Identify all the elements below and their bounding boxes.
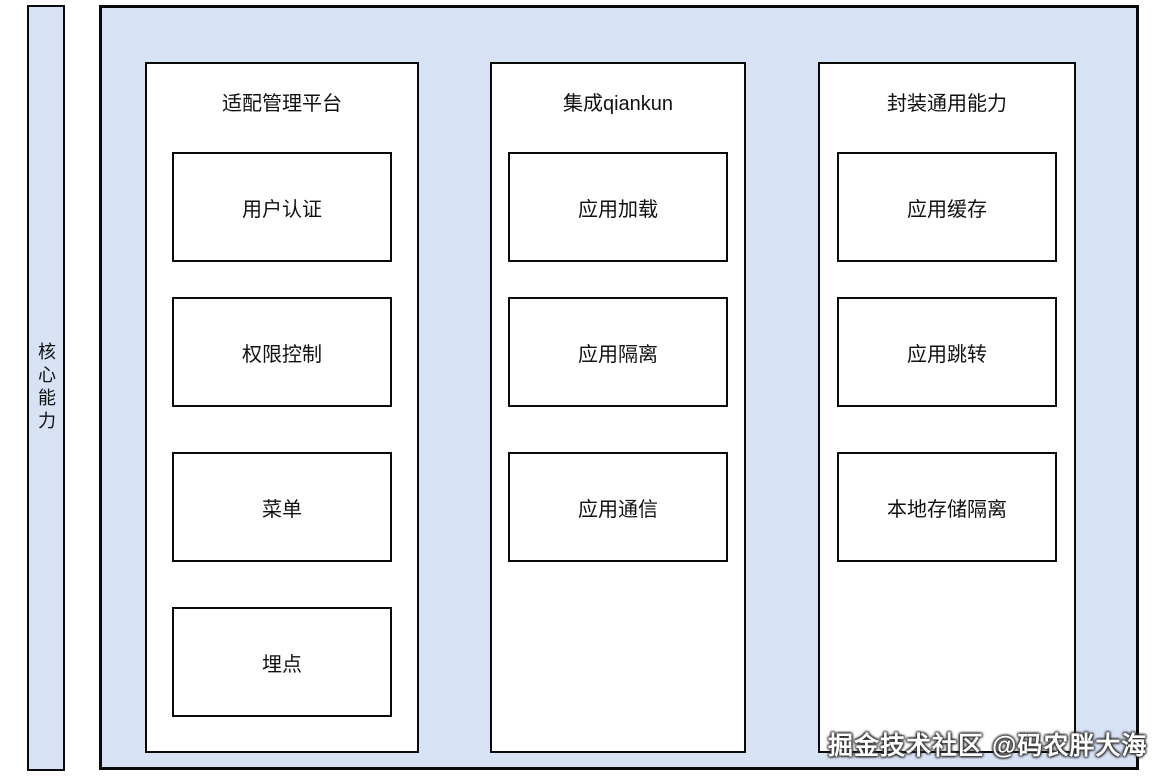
capability-box: 应用通信 — [508, 452, 728, 562]
capability-box: 应用跳转 — [837, 297, 1057, 407]
capability-box: 菜单 — [172, 452, 392, 562]
capability-box: 应用隔离 — [508, 297, 728, 407]
capability-box: 用户认证 — [172, 152, 392, 262]
core-capability-bar: 核心能力 — [27, 5, 65, 771]
capability-box: 权限控制 — [172, 297, 392, 407]
column-title: 适配管理平台 — [222, 92, 342, 115]
column-title: 封装通用能力 — [887, 92, 1007, 115]
column-adapt-platform: 适配管理平台 用户认证 权限控制 菜单 埋点 — [145, 62, 419, 753]
capability-box: 应用缓存 — [837, 152, 1057, 262]
column-qiankun: 集成qiankun 应用加载 应用隔离 应用通信 — [490, 62, 746, 753]
core-capability-label: 核心能力 — [36, 342, 56, 434]
column-common-capabilities: 封装通用能力 应用缓存 应用跳转 本地存储隔离 — [818, 62, 1076, 753]
capability-box: 本地存储隔离 — [837, 452, 1057, 562]
capability-box: 埋点 — [172, 607, 392, 717]
column-title: 集成qiankun — [562, 92, 674, 115]
capability-box: 应用加载 — [508, 152, 728, 262]
